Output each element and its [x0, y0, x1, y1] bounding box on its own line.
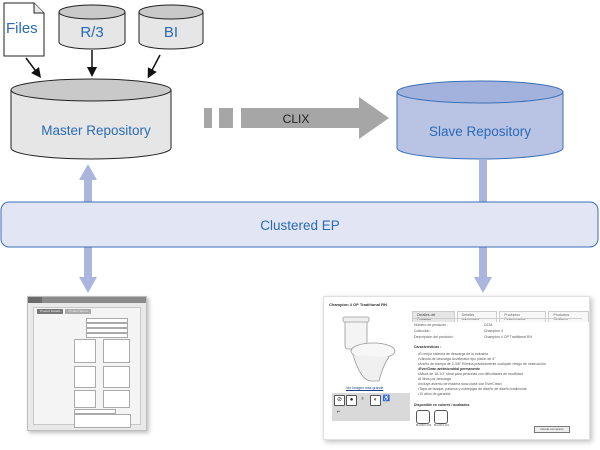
form-field: [86, 328, 128, 333]
accessibility-icon: ♿: [382, 396, 391, 402]
files-label: Files: [6, 20, 38, 37]
arrow-portal-to-master: [79, 164, 97, 202]
clustered-ep-label: Clustered EP: [260, 218, 340, 233]
arrow-portal-to-product-page: [474, 247, 492, 293]
field-value: D234: [484, 323, 493, 327]
feature-icons-row: ⊘ ● ♁ ◐ ♿ ⌐: [332, 393, 410, 421]
form-listbox: [74, 366, 96, 388]
everclean-icon: ◐: [370, 395, 381, 406]
color-swatch[interactable]: [416, 410, 430, 424]
r3-database-icon: R/3: [58, 4, 126, 50]
swatch-label: BLANCO 021: [434, 424, 450, 427]
feature-item: 10 años de garantía: [418, 392, 450, 396]
form-field: [74, 409, 116, 414]
award-icon: ♁: [360, 396, 365, 402]
arrow-bi-to-master: [147, 54, 161, 79]
field-value: Champion 4: [484, 329, 503, 333]
form-field: [86, 323, 128, 328]
swatch-label: BLANCO 020: [416, 424, 432, 427]
feature-item: Válvula de descarga Accelerator tipo pis…: [418, 357, 495, 361]
master-repository-label: Master Repository: [41, 123, 151, 138]
product-tabs: Detalles del Producto Detalles adicional…: [412, 311, 589, 322]
product-page-screenshot: Champion 4 OP Traditional RH Ver Imagen …: [323, 296, 590, 440]
field-label: Descripción del producto :: [414, 335, 455, 339]
form-listbox: [103, 339, 130, 363]
field-value: Champion 4 OP Traditional RH: [484, 335, 532, 339]
slave-repository-database: Slave Repository: [396, 80, 564, 160]
bi-label: BI: [164, 24, 178, 41]
form-textarea: [74, 414, 131, 428]
feature-item: EverClean antimicrobial permanente: [418, 367, 480, 371]
no-clog-icon: ⊘: [334, 395, 345, 406]
field-label: Número de producto :: [414, 323, 448, 327]
flush-power-icon: ●: [346, 395, 357, 406]
product-title: Champion 4 OP Traditional RH: [329, 302, 387, 307]
form-header-strip: [28, 297, 146, 303]
tab-similar-products[interactable]: Productos Similares: [548, 311, 589, 322]
arrow-portal-to-form: [79, 247, 97, 293]
bi-database-icon: BI: [138, 4, 204, 50]
tab-related-products[interactable]: Productos Relacionados: [499, 311, 547, 322]
tab-product-details[interactable]: Detalles del Producto: [412, 311, 455, 322]
feature-item: Incluye asiento de madera slow-close con…: [418, 382, 501, 386]
slave-repository-label: Slave Repository: [429, 124, 531, 139]
form-listbox: [74, 339, 96, 363]
form-listbox: [103, 366, 130, 388]
feature-item: Altura de 16-1/2" ideal para personas co…: [418, 372, 523, 376]
seat-height-icon: ⌐: [336, 409, 341, 415]
files-document-icon: Files: [3, 2, 45, 57]
field-label: Colección :: [414, 329, 432, 333]
tabs-divider: [412, 318, 582, 319]
clustered-ep-box: Clustered EP: [0, 201, 599, 248]
toilet-product-image: [342, 316, 396, 382]
color-swatch[interactable]: [434, 410, 448, 424]
arrow-files-to-master: [25, 57, 41, 78]
master-edit-form-screenshot: Product Details Product Specs: [27, 296, 147, 431]
form-field: [86, 318, 128, 323]
form-tab-specs: Product Specs: [65, 309, 91, 314]
form-panel: Product Details Product Specs: [33, 307, 141, 428]
features-heading: Características :: [414, 345, 442, 349]
feature-item: 6 litros por descarga: [418, 377, 451, 381]
form-field: [86, 333, 128, 338]
feature-item: El mejor sistema de descarga de la indus…: [418, 352, 488, 356]
colors-heading: Disponible en colores / acabados: [414, 403, 470, 407]
tab-additional-details[interactable]: Detalles adicionales: [456, 311, 498, 322]
form-listbox: [74, 390, 96, 408]
arrow-slave-to-portal: [479, 160, 487, 202]
clix-transfer-arrow: CLIX: [204, 97, 389, 139]
clix-label: CLIX: [283, 112, 310, 126]
view-larger-image-link[interactable]: Ver Imagen mas grande: [346, 386, 384, 390]
master-repository-database: Master Repository: [10, 78, 172, 160]
where-to-buy-button[interactable]: Dónde comprarlo: [534, 426, 570, 433]
r3-label: R/3: [80, 24, 103, 41]
feature-item: Ancho de trampa de 2-3/8" Elimina prácti…: [418, 362, 546, 366]
form-listbox: [103, 390, 130, 408]
feature-item: Tapa de tanque, palanca y cubrejajas de …: [418, 387, 526, 391]
form-tab-details: Product Details: [37, 309, 64, 314]
